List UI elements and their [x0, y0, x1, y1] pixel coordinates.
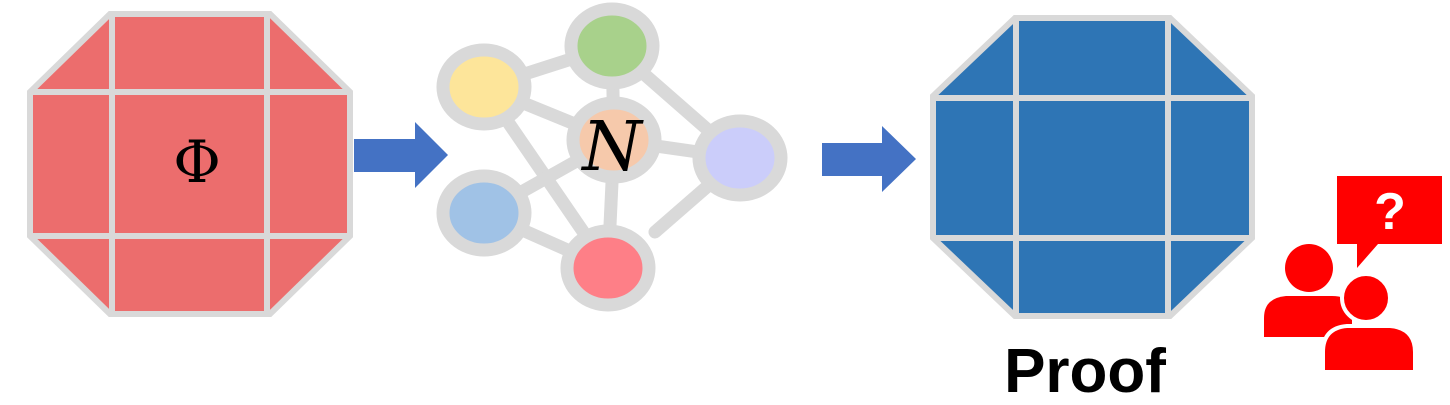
question-mark-icon: ?	[1374, 183, 1406, 241]
speech-bubble-icon	[1337, 176, 1442, 268]
network-node-orange	[566, 96, 662, 184]
input-octagon: Φ	[27, 11, 353, 317]
network-label: N	[580, 108, 644, 187]
arrow-right-2	[822, 126, 916, 192]
network-node-yellow	[436, 43, 532, 131]
output-octagon	[930, 15, 1255, 319]
input-octagon-grid	[30, 14, 350, 314]
network-node-green	[564, 2, 660, 90]
network-node-lavender	[692, 114, 788, 202]
reviewer-question-icon: ?	[1264, 176, 1442, 374]
output-octagon-fill	[930, 15, 1255, 319]
network-node-blue	[436, 169, 532, 257]
network-nodes	[436, 2, 788, 312]
proof-label: Proof	[1004, 337, 1166, 405]
network-node-pink	[560, 224, 656, 312]
phi-symbol: Φ	[173, 128, 221, 196]
arrow-right-1	[354, 122, 448, 188]
users-icon	[1264, 244, 1417, 374]
neural-network: N	[436, 2, 788, 312]
output-octagon-grid	[933, 18, 1252, 316]
